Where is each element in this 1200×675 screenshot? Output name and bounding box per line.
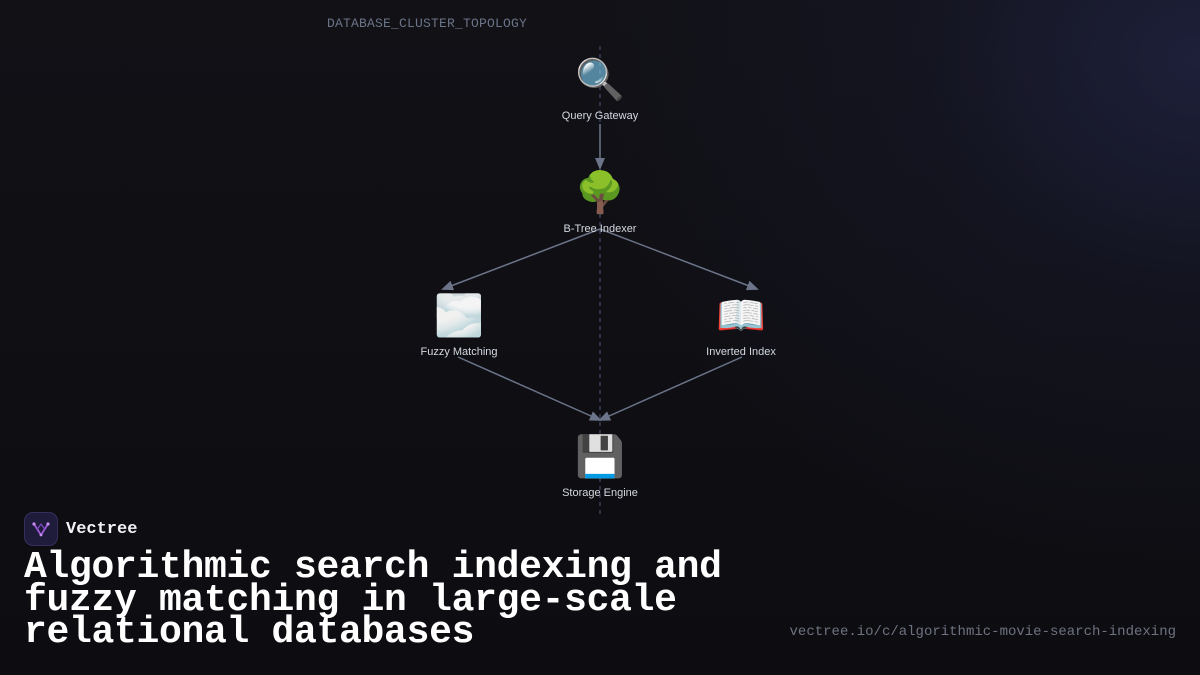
- page-url[interactable]: vectree.io/c/algorithmic-movie-search-in…: [789, 624, 1176, 640]
- brand-name: Vectree: [66, 519, 138, 539]
- edge-btree-to-fuzzy: [441, 228, 601, 291]
- vectree-logo-icon: [24, 512, 58, 546]
- brand: Vectree: [24, 512, 137, 546]
- fog-icon: 🌫️: [434, 293, 484, 339]
- tree-icon: 🌳: [575, 170, 625, 216]
- magnifying-glass-icon: 🔍: [575, 57, 625, 103]
- diagram-title: DATABASE_CLUSTER_TOPOLOGY: [327, 16, 528, 31]
- edges-layer: [441, 124, 759, 421]
- node-label: Inverted Index: [706, 346, 776, 358]
- node-label: Fuzzy Matching: [420, 346, 498, 358]
- open-book-icon: 📖: [716, 293, 766, 339]
- floppy-disk-icon: 💾: [575, 434, 625, 480]
- node-label: Storage Engine: [562, 487, 638, 499]
- node-label: B-Tree Indexer: [563, 223, 637, 235]
- edge-fuzzy-to-storage: [457, 356, 602, 421]
- node-label: Query Gateway: [561, 110, 639, 122]
- edge-btree-to-inverted: [599, 228, 759, 291]
- node-query-gateway[interactable]: 🔍 Query Gateway: [530, 56, 670, 122]
- node-fuzzy-matching[interactable]: 🌫️ Fuzzy Matching: [389, 292, 529, 358]
- page-title: Algorithmic search indexing and fuzzy ma…: [24, 546, 722, 654]
- node-storage-engine[interactable]: 💾 Storage Engine: [530, 433, 670, 499]
- node-btree-indexer[interactable]: 🌳 B-Tree Indexer: [530, 169, 670, 235]
- node-inverted-index[interactable]: 📖 Inverted Index: [671, 292, 811, 358]
- edge-inverted-to-storage: [598, 356, 743, 421]
